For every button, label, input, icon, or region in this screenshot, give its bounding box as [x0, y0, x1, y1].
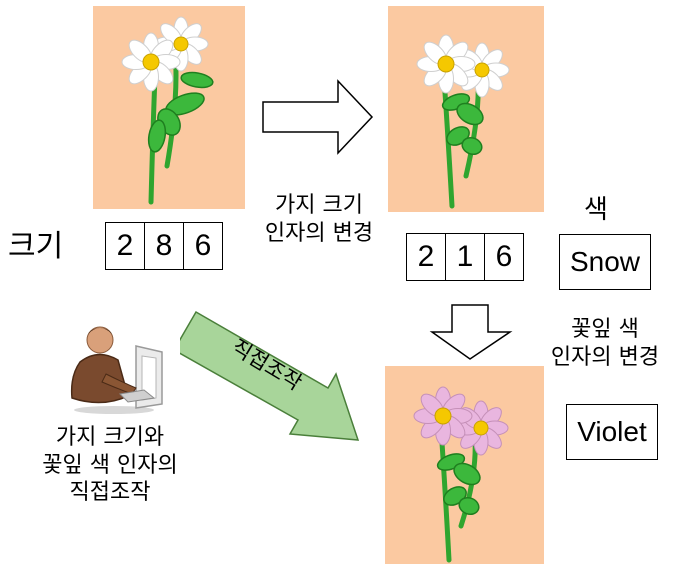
petal-change-line: 꽃잎 색: [571, 317, 639, 342]
flower-original-icon: [121, 16, 214, 205]
direct-desc-line: 가지 크기와: [55, 425, 165, 450]
flower-panel-branch: [388, 6, 544, 212]
param-cell: 1: [446, 234, 485, 280]
flower-branch-icon: [416, 34, 510, 209]
direct-desc-line: 직접조작: [69, 480, 151, 505]
param-cell: 6: [495, 240, 513, 273]
param-cell: 8: [145, 223, 184, 269]
branch-change-line: 가지 크기: [275, 193, 363, 218]
flower-panel-violet: [385, 366, 544, 564]
params-modified: 2 1 6: [406, 233, 524, 281]
param-cell: 2: [407, 234, 446, 280]
direct-desc-line: 꽃잎 색 인자의: [42, 452, 178, 478]
params-original: 2 8 6: [105, 222, 223, 270]
petal-change-line: 인자의 변경: [550, 344, 660, 370]
color-box-violet: Violet: [566, 404, 658, 460]
diagonal-arrow-icon: [180, 300, 370, 450]
flower-front: [121, 32, 181, 92]
person-at-computer-icon: [62, 318, 166, 414]
flower-panel-original: [93, 6, 245, 209]
branch-change-line: 인자의 변경: [264, 220, 374, 246]
size-label: 크기: [8, 229, 64, 264]
branch-change-label: 가지 크기 인자의 변경: [254, 192, 384, 247]
param-cell: 2: [106, 223, 145, 269]
direct-desc-label: 가지 크기와 꽃잎 색 인자의 직접조작: [10, 424, 210, 507]
flower-violet-icon: [413, 386, 509, 563]
color-label: 색: [584, 195, 608, 225]
right-arrow-icon: [260, 78, 376, 156]
down-arrow-icon: [428, 302, 514, 362]
flower-back: [153, 16, 209, 72]
petal-change-label: 꽃잎 색 인자의 변경: [540, 316, 670, 371]
color-box-snow: Snow: [559, 234, 651, 290]
param-cell: 6: [194, 229, 212, 262]
